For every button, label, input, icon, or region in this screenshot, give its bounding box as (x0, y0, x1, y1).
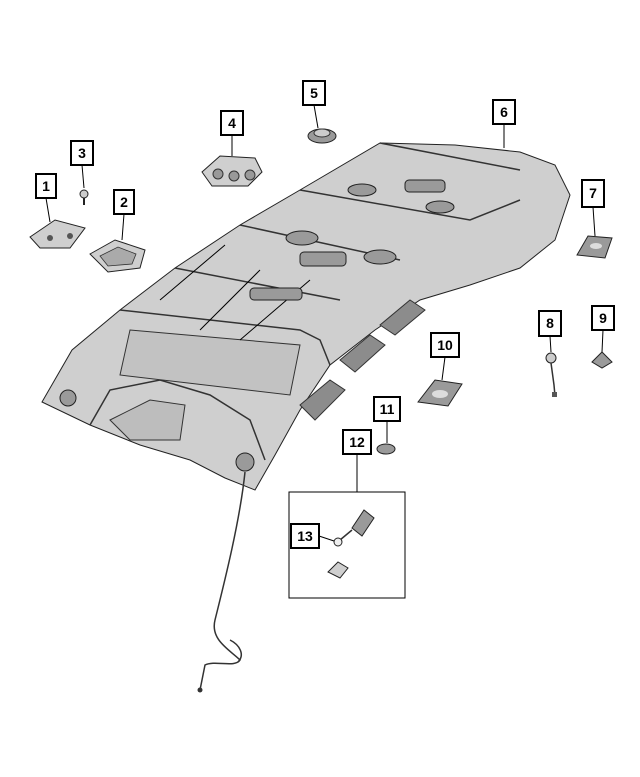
part-5-lamp (307, 128, 337, 144)
callout-7: 7 (581, 179, 605, 237)
callout-1: 1 (35, 173, 57, 223)
callout-10: 10 (430, 332, 460, 381)
callout-12: 12 (342, 429, 372, 492)
part-11-grommet (376, 443, 396, 455)
part-2-dome-lamp (89, 239, 146, 273)
callout-5: 5 (302, 80, 326, 129)
callout-label-9: 9 (599, 310, 607, 326)
callout-label-5: 5 (310, 85, 318, 101)
part-10-lamp (417, 379, 463, 407)
headliner-panel (41, 142, 571, 491)
callout-label-8: 8 (546, 315, 554, 331)
callout-8: 8 (538, 310, 562, 353)
callout-label-1: 1 (42, 178, 50, 194)
callout-label-12: 12 (349, 434, 365, 450)
callout-11: 11 (373, 396, 401, 443)
callout-13: 13 (290, 523, 335, 549)
callout-label-13: 13 (297, 528, 313, 544)
callout-label-11: 11 (380, 401, 395, 417)
part-1-bracket (29, 219, 86, 249)
callout-label-7: 7 (589, 185, 597, 201)
wire-harness (199, 471, 246, 691)
part-7-reading-lamp (576, 235, 613, 259)
part-3-screw (79, 189, 89, 205)
callout-3: 3 (70, 140, 94, 189)
callout-4: 4 (220, 110, 244, 156)
part-8-bulb (545, 352, 557, 397)
callout-label-3: 3 (78, 145, 86, 161)
callout-label-2: 2 (120, 194, 128, 210)
part-9-clip (591, 351, 613, 369)
part-12-sensor (327, 509, 375, 579)
callout-9: 9 (591, 305, 615, 353)
callout-label-6: 6 (500, 104, 508, 120)
callout-label-4: 4 (228, 115, 236, 131)
callout-label-10: 10 (437, 337, 453, 353)
callout-6: 6 (492, 99, 516, 148)
callout-2: 2 (113, 189, 135, 241)
part-4-overhead-console (201, 155, 263, 187)
